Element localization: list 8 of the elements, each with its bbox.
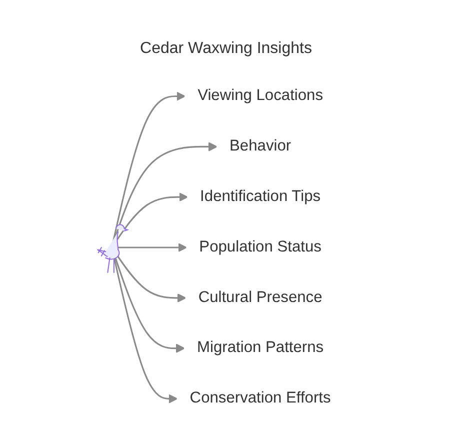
node-text: Migration Patterns — [197, 338, 324, 356]
node-text: Conservation Efforts — [190, 389, 331, 407]
node-text: Identification Tips — [200, 187, 321, 206]
node-text: Population Status — [199, 238, 322, 256]
node-text: Viewing Locations — [198, 86, 324, 104]
diagram-title: Cedar Waxwing Insights — [139, 40, 313, 58]
node-text: Behavior — [230, 137, 292, 155]
node-text: Cultural Presence — [198, 288, 322, 306]
